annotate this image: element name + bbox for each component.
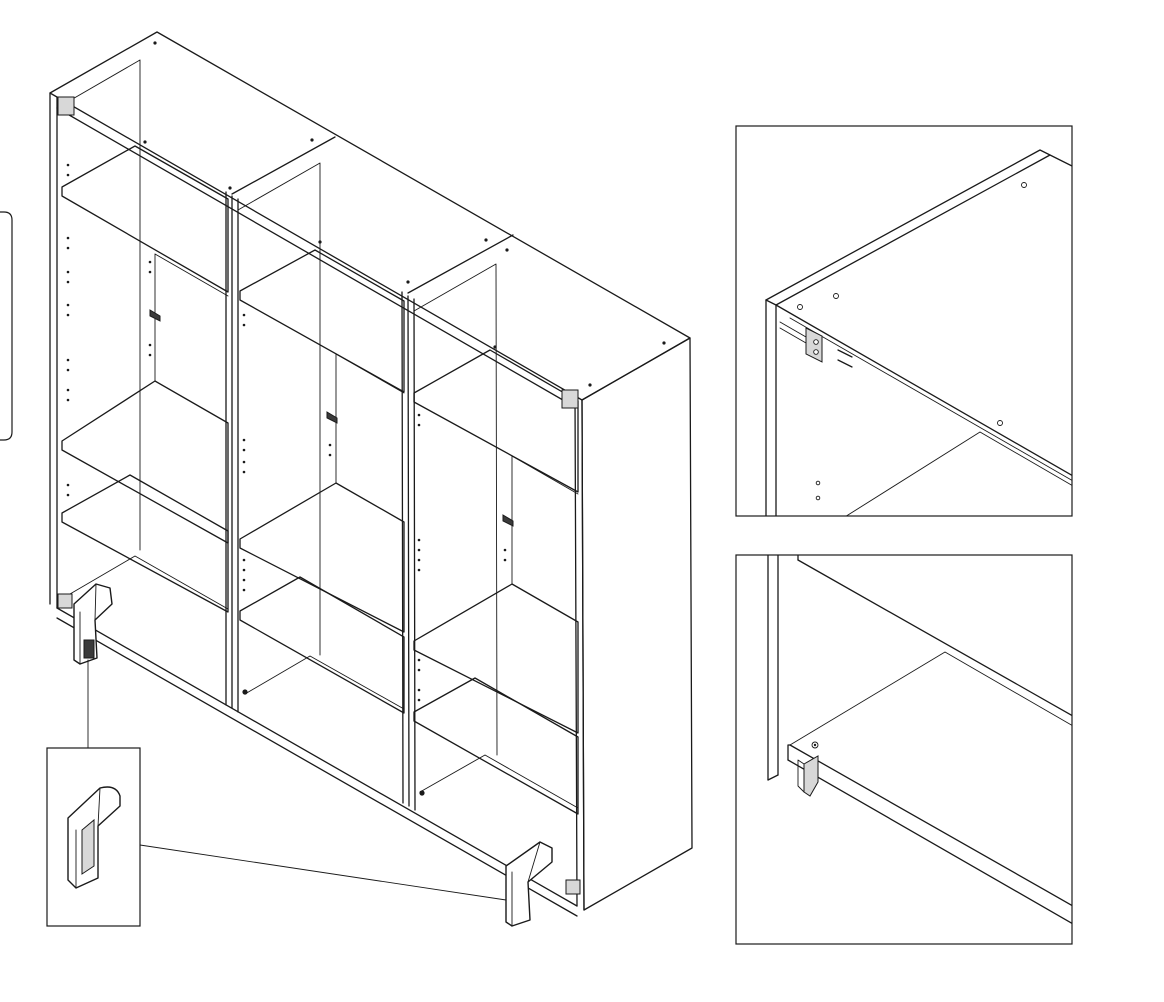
back-panel-brackets bbox=[149, 309, 514, 527]
cabinet-1-shelf-3 bbox=[61, 474, 229, 613]
cabinet-3-shelf-1 bbox=[413, 349, 579, 493]
cabinet-divider-2 bbox=[401, 291, 404, 804]
cabinet-3-back-panel bbox=[511, 455, 579, 585]
top-detail-screw-1 bbox=[837, 349, 853, 358]
cabinet-2-back-corner bbox=[237, 162, 321, 656]
cabinet-divider-2c bbox=[413, 298, 416, 811]
cabinet-divider-2b bbox=[407, 295, 410, 807]
cabinet-3-shelf-3 bbox=[413, 677, 579, 815]
cabinet-joint-top-1 bbox=[231, 136, 336, 195]
foot-detail-edge bbox=[75, 787, 101, 889]
top-connector-detail bbox=[735, 125, 1073, 517]
top-surface-holes bbox=[143, 41, 666, 796]
cabinet-1-back-panel bbox=[154, 253, 229, 382]
leader-line-foot-right bbox=[139, 844, 507, 901]
top-detail-screw-2 bbox=[837, 359, 853, 368]
cabinet-3-back-corner bbox=[413, 263, 498, 756]
shelf-pin-holes bbox=[66, 163, 507, 702]
foot-part-detail bbox=[46, 659, 507, 927]
cabinet-right-side bbox=[581, 337, 693, 911]
bottom-connector-detail bbox=[735, 554, 1073, 945]
cabinet-top-front-inner bbox=[56, 107, 576, 408]
main-assembly-view bbox=[49, 31, 693, 927]
cabinet-1-shelf-1 bbox=[61, 145, 229, 293]
page-side-tab bbox=[0, 211, 13, 441]
cabinet-1-shelf-2 bbox=[61, 380, 229, 544]
cabinet-joint-top-2 bbox=[407, 234, 514, 294]
cabinet-bottom-front-rail bbox=[56, 607, 578, 917]
bottom-connector-clips bbox=[57, 593, 581, 895]
top-connector-clips bbox=[57, 96, 579, 409]
cabinet-2-floor bbox=[244, 655, 405, 710]
cabinet-1-floor bbox=[69, 555, 229, 610]
cabinet-2-shelf-3 bbox=[239, 576, 405, 714]
foot-part-left bbox=[73, 583, 113, 665]
cabinet-top-surface bbox=[49, 31, 691, 401]
foot-part-right bbox=[505, 841, 553, 927]
cabinet-front-right-edge bbox=[581, 399, 585, 911]
cabinet-3-floor bbox=[419, 754, 579, 809]
cabinet-2-shelf-1 bbox=[239, 249, 405, 393]
cabinet-2-shelf-2 bbox=[239, 482, 405, 633]
cabinet-3-shelf-2 bbox=[413, 583, 579, 734]
bottom-detail-connector bbox=[803, 755, 819, 797]
foot-detail-label bbox=[81, 818, 95, 875]
top-detail-frame bbox=[735, 125, 1073, 517]
cabinet-2-back-panel bbox=[335, 353, 405, 484]
bottom-detail-frame bbox=[735, 554, 1073, 945]
cabinet-front-right-inner bbox=[574, 395, 578, 907]
